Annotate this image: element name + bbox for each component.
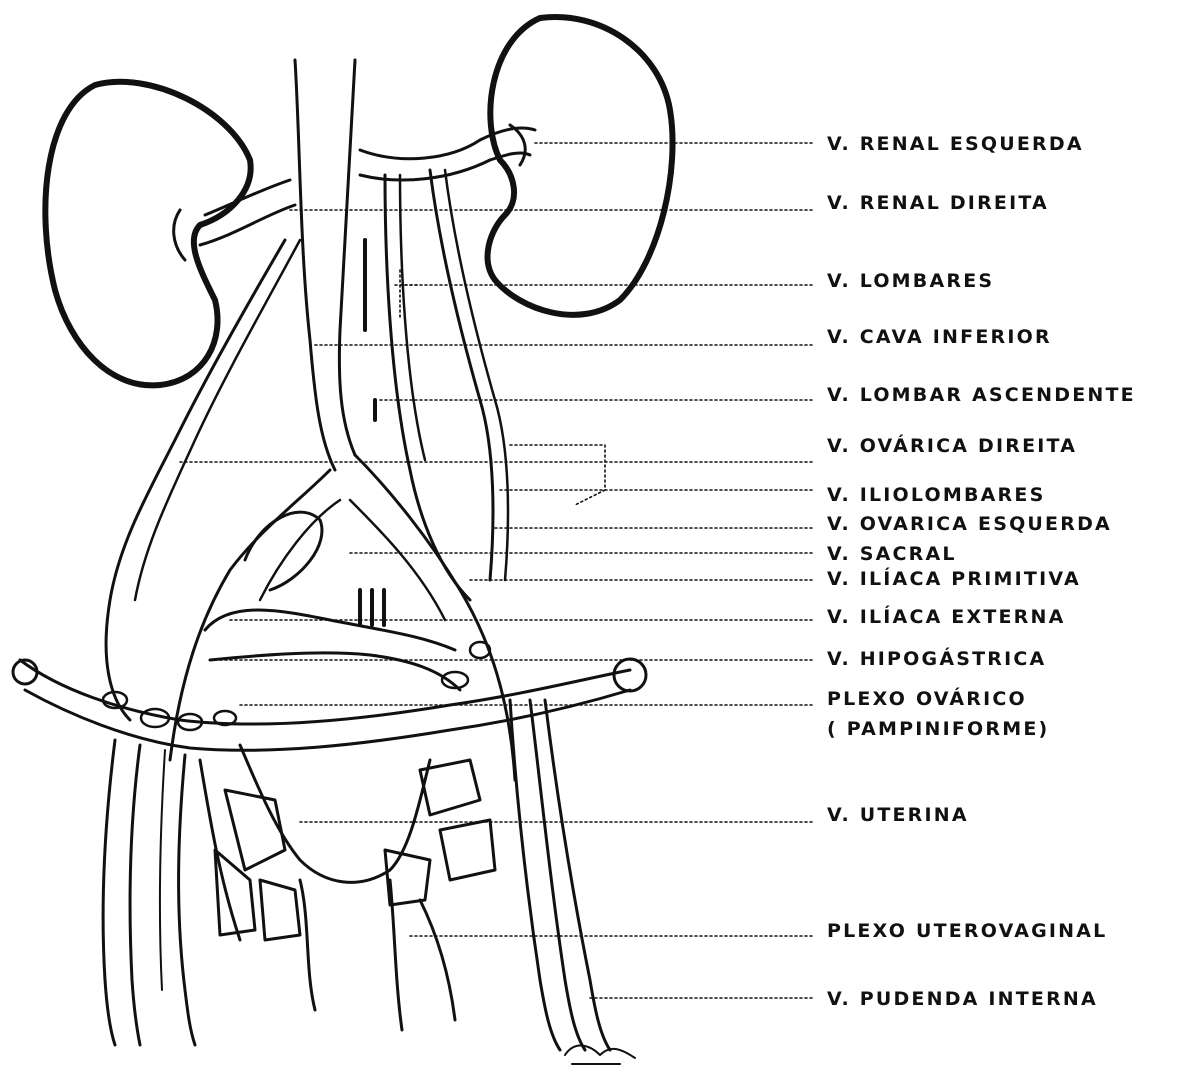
- uterus-shape: [240, 745, 430, 882]
- label-renal-direita: V. RENAL DIREITA: [827, 194, 1049, 213]
- signature-scribble: [565, 1046, 635, 1064]
- pudenda-vein-right-shape: [103, 740, 115, 1045]
- lumbar-vein-left-shape: [385, 175, 470, 600]
- label-cava-inferior: V. CAVA INFERIOR: [827, 328, 1052, 347]
- label-iliolombares: V. ILIOLOMBARES: [827, 486, 1045, 505]
- label-lombares: V. LOMBARES: [827, 272, 994, 291]
- label-renal-esquerda: V. RENAL ESQUERDA: [827, 135, 1084, 154]
- label-plexo-ovarico: PLEXO OVÁRICO: [827, 690, 1027, 709]
- label-pudenda-interna: V. PUDENDA INTERNA: [827, 990, 1098, 1009]
- label-lombar-ascendente: V. LOMBAR ASCENDENTE: [827, 386, 1136, 405]
- vena-cava-left-wall: [295, 60, 335, 470]
- vena-cava-right-wall: [339, 60, 355, 455]
- kidney-left-shape: [488, 17, 673, 315]
- label-ovarica-direita: V. OVÁRICA DIREITA: [827, 437, 1077, 456]
- label-iliaca-primitiva: V. ILÍACA PRIMITIVA: [827, 570, 1081, 589]
- label-plexo-uterovaginal: PLEXO UTEROVAGINAL: [827, 922, 1108, 941]
- uterovaginal-plexus-shape: [200, 760, 495, 1030]
- label-iliaca-externa: V. ILÍACA EXTERNA: [827, 608, 1066, 627]
- label-ovarica-esquerda: V. OVARICA ESQUERDA: [827, 515, 1112, 534]
- kidney-right-shape: [45, 82, 250, 386]
- label-hipogastrica: V. HIPOGÁSTRICA: [827, 650, 1046, 669]
- label-pampiniforme: ( PAMPINIFORME): [827, 720, 1049, 739]
- label-uterina: V. UTERINA: [827, 806, 969, 825]
- ovarian-vein-left-shape: [430, 170, 493, 580]
- label-sacral: V. SACRAL: [827, 545, 957, 564]
